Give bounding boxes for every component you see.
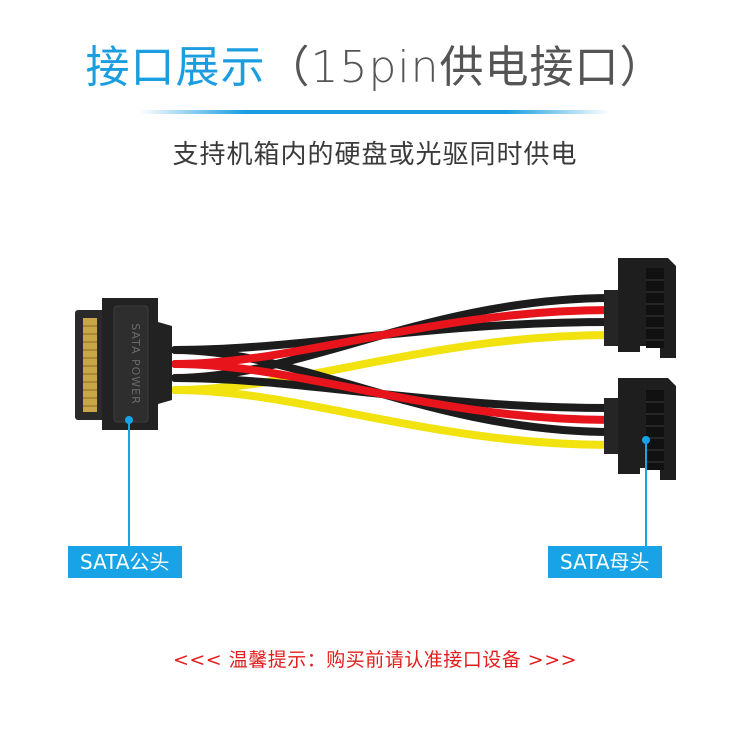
label-sata-female: SATA母头 — [548, 546, 662, 578]
connector-print: SATA POWER — [129, 323, 142, 405]
cable-illustration: SATA POWER — [75, 258, 676, 480]
title-main: 接口展示 — [85, 42, 266, 93]
pointer-line-male — [128, 420, 130, 546]
page-title: 接口展示（15pin供电接口） — [0, 38, 750, 98]
wire-red-bottom — [171, 360, 616, 424]
sata-female-connector-top — [604, 258, 676, 358]
subtitle: 支持机箱内的硬盘或光驱同时供电 — [172, 140, 578, 170]
label-sata-male: SATA公头 — [68, 546, 182, 578]
warm-tip: <<< 温馨提示：购买前请认准接口设备 >>> — [172, 649, 578, 671]
wire-yellow-top — [171, 331, 616, 394]
wire-red-top — [171, 306, 616, 368]
title-underline — [140, 110, 610, 114]
sata-female-connector-bottom — [604, 378, 676, 480]
sata-male-connector — [75, 298, 172, 430]
pointer-line-female — [645, 440, 647, 546]
wire-yellow-bottom — [171, 386, 616, 449]
title-paren: （15pin供电接口） — [265, 42, 665, 93]
